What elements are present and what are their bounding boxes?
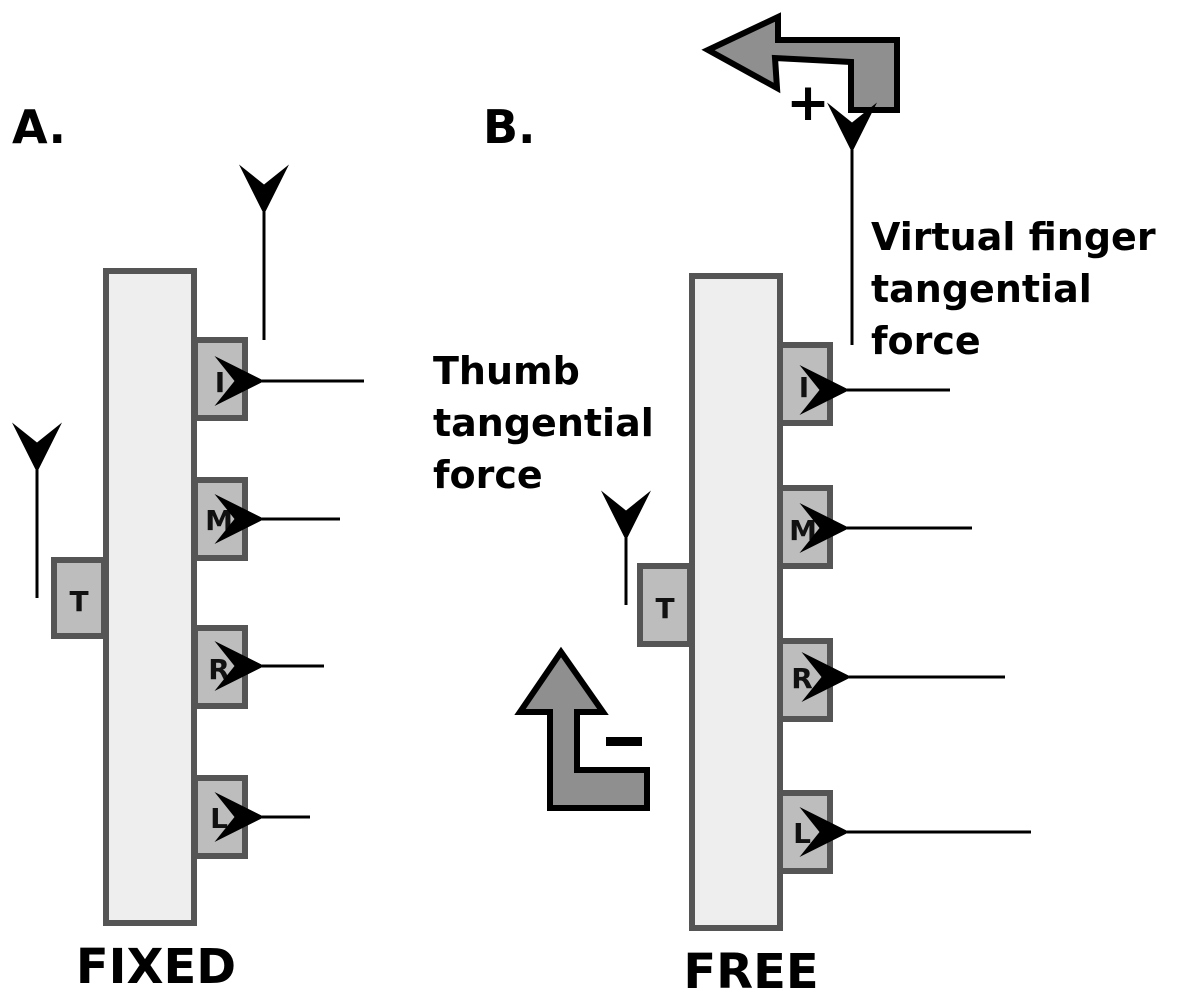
finger-label-little-a: L [210,802,228,835]
panel-a-caption: FIXED [76,939,236,995]
thumb-label-b: T [655,592,674,625]
rotation-arrow-minus [514,646,650,811]
thumb-tangential-force-label: Thumb tangential force [433,349,667,497]
virtual-finger-tangential-force-label: Virtual finger tangential force [871,215,1169,363]
panel-b-letter: B. [483,100,536,154]
thumb-force-label-line-2: tangential [433,401,654,445]
plus-sign: + [786,73,830,133]
thumb-force-label-line-1: Thumb [433,349,580,393]
panel-b: B. + Thumb tangential force Virtual fing… [433,12,1169,1000]
finger-label-index-a: I [215,366,225,399]
virtual-finger-label-line-1: Virtual finger [871,215,1156,259]
finger-label-little-b: L [793,817,811,850]
finger-label-ring-a: R [208,653,230,686]
thumb-force-label-line-3: force [433,453,543,497]
finger-label-middle-b: M [789,514,817,547]
handle-fixed [103,268,197,926]
finger-label-middle-a: M [205,504,233,537]
thumb-label-a: T [69,585,88,618]
panel-a-letter: A. [12,100,66,154]
handle-free [689,273,783,931]
virtual-finger-label-line-3: force [871,319,981,363]
finger-label-ring-b: R [791,662,813,695]
thumb-pad-a [51,557,107,639]
panel-a: A. T I M R L FIXED [12,100,364,995]
finger-label-index-b: I [799,371,809,404]
minus-sign [606,737,642,746]
virtual-finger-label-line-2: tangential [871,267,1092,311]
panel-b-caption: FREE [683,944,818,1000]
thumb-pad-b [637,563,693,647]
